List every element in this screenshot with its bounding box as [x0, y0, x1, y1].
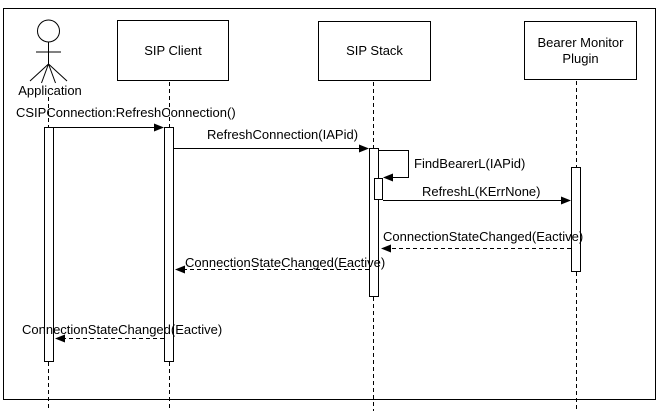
arrow-refreshl-kerrnone: [383, 196, 571, 205]
participant-label-sip-client: SIP Client: [144, 42, 202, 58]
message-label-connectionstatechanged-bearer-to-stack: ConnectionStateChanged(Eactive): [383, 229, 584, 244]
arrow-connectionstatechanged-to-application: [55, 334, 164, 343]
participant-label-application: Application: [18, 83, 82, 98]
arrow-connectionstatechanged-to-stack: [381, 244, 571, 253]
arrow-refreshconnection-iapid: [174, 144, 369, 153]
message-label-refreshconnection-iapid: RefreshConnection(IAPid): [207, 127, 359, 142]
lifelines: [48, 81, 577, 411]
activation-sip-stack: [369, 148, 379, 297]
arrow-findbearerl-selfcall: [378, 150, 409, 182]
message-label-connectionstatechanged-client-to-application: ConnectionStateChanged(Eactive): [22, 322, 223, 337]
activation-bearer-monitor: [571, 167, 581, 272]
diagram-frame: [3, 8, 656, 400]
arrow-connectionstatechanged-to-client: [175, 265, 369, 274]
actor-icon: [29, 19, 68, 84]
participant-box-bearer-monitor-plugin: Bearer Monitor Plugin: [524, 21, 637, 80]
message-label-findbearerl-iapid: FindBearerL(IAPid): [414, 156, 526, 171]
participant-label-bearer-monitor-plugin: Bearer Monitor Plugin: [537, 35, 624, 66]
message-label-refreshl-kerrnone: RefreshL(KErrNone): [422, 184, 541, 199]
participant-box-sip-client: SIP Client: [117, 20, 229, 81]
participant-box-sip-stack: SIP Stack: [318, 21, 431, 81]
participant-label-sip-stack: SIP Stack: [346, 43, 403, 59]
activation-sip-client: [164, 127, 174, 362]
activation-bars: [44, 127, 581, 362]
activation-sip-stack-nested: [374, 178, 383, 200]
message-label-connectionstatechanged-stack-to-client: ConnectionStateChanged(Eactive): [185, 255, 386, 270]
arrow-csipconnection-refreshconnection: [54, 123, 164, 132]
message-label-csipconnection-refreshconnection: CSIPConnection:RefreshConnection(): [16, 105, 236, 120]
activation-application: [44, 127, 54, 362]
